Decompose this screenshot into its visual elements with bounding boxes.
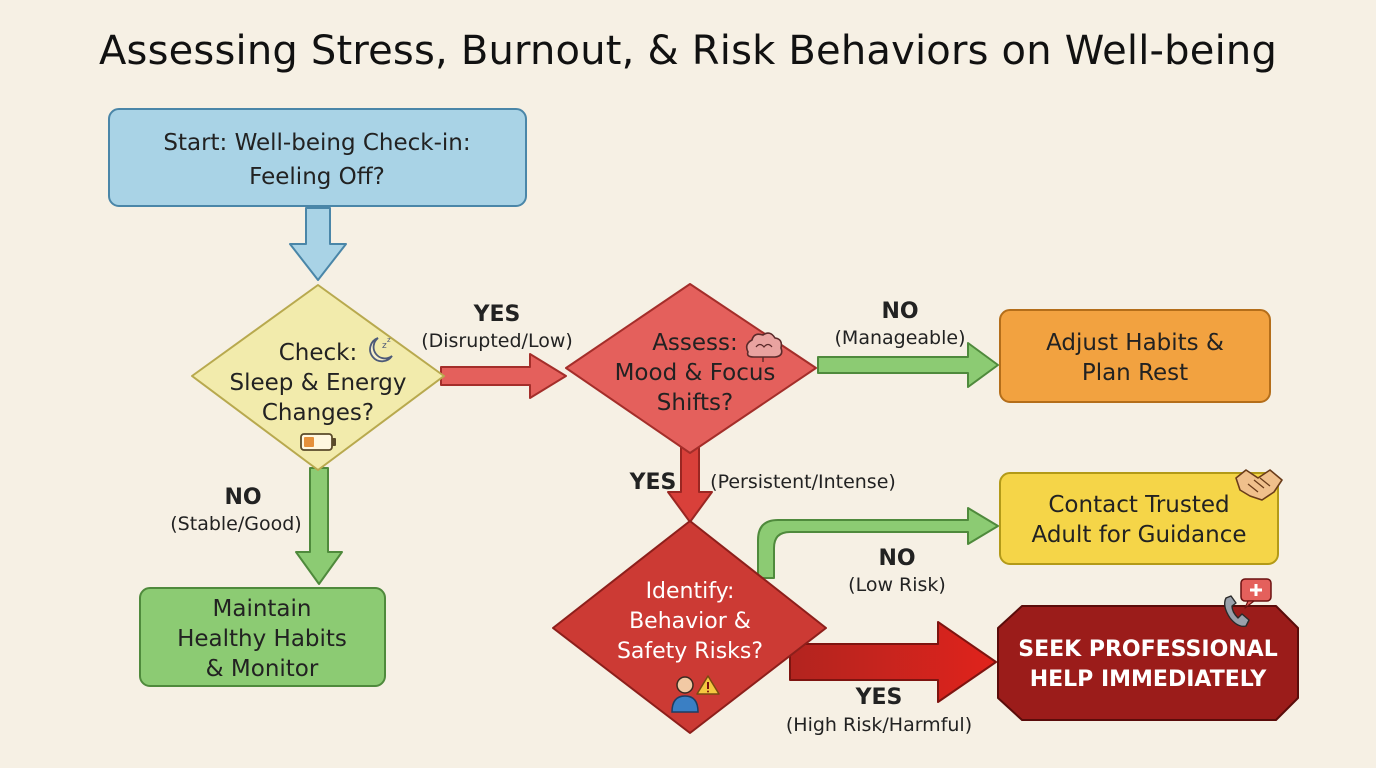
- edge-label-sub: (High Risk/Harmful): [786, 714, 972, 736]
- sleep-node-line-3: Changes?: [262, 400, 374, 426]
- sleep-check-node: Check: Sleep & Energy Changes? z z: [191, 284, 445, 471]
- mood-node-line-1: Assess:: [652, 330, 738, 356]
- seek-help-line-1: SEEK PROFESSIONAL: [1018, 637, 1277, 662]
- arrow-risk-yes: [789, 621, 997, 703]
- person-warning-icon: [671, 675, 720, 713]
- edge-label-sub: (Manageable): [835, 327, 966, 349]
- edge-label-main: NO: [881, 299, 918, 324]
- edge-label-risk-no: NO (Low Risk): [848, 546, 946, 596]
- risk-node-line-3: Safety Risks?: [617, 639, 763, 664]
- svg-text:z: z: [387, 336, 391, 344]
- adjust-node-line-1: Adjust Habits &: [1046, 330, 1224, 356]
- maintain-node-line-1: Maintain: [213, 596, 312, 622]
- contact-node-line-1: Contact Trusted: [1048, 492, 1229, 518]
- edge-label-sub: (Disrupted/Low): [421, 330, 573, 352]
- edge-label-sleep-yes: YES (Disrupted/Low): [421, 302, 573, 352]
- phone-medical-icon: [1223, 578, 1272, 628]
- start-node-line-1: Start: Well-being Check-in:: [163, 130, 470, 156]
- seek-help-node: SEEK PROFESSIONAL HELP IMMEDIATELY: [997, 578, 1299, 721]
- seek-help-line-2: HELP IMMEDIATELY: [1030, 667, 1268, 692]
- edge-label-main: YES: [629, 470, 677, 495]
- arrow-mood-yes: [667, 446, 713, 523]
- edge-label-main: NO: [224, 485, 261, 510]
- start-node-line-2: Feeling Off?: [249, 164, 385, 190]
- risk-node-line-2: Behavior &: [629, 609, 751, 634]
- edge-label-main: NO: [878, 546, 915, 571]
- mood-assess-node: Assess: Mood & Focus Shifts?: [565, 283, 817, 454]
- edge-label-sub: (Persistent/Intense): [710, 471, 896, 493]
- maintain-node-line-2: Healthy Habits: [177, 626, 347, 652]
- maintain-node: Maintain Healthy Habits & Monitor: [139, 587, 386, 687]
- edge-label-main: YES: [473, 302, 521, 327]
- page-title: Assessing Stress, Burnout, & Risk Behavi…: [98, 28, 1278, 74]
- edge-label-sub: (Stable/Good): [170, 513, 301, 535]
- start-node: Start: Well-being Check-in: Feeling Off?: [108, 108, 527, 207]
- mood-node-line-2: Mood & Focus: [615, 360, 776, 386]
- edge-label-risk-yes: YES (High Risk/Harmful): [786, 685, 972, 736]
- battery-low-icon: [300, 433, 336, 451]
- arrow-start-to-sleep: [289, 207, 347, 281]
- moon-icon: z z: [369, 336, 393, 363]
- adjust-node: Adjust Habits & Plan Rest: [999, 309, 1271, 403]
- edge-label-mood-no: NO (Manageable): [835, 299, 966, 349]
- risk-node-line-1: Identify:: [646, 579, 735, 604]
- maintain-node-line-3: & Monitor: [206, 656, 319, 682]
- adjust-node-line-2: Plan Rest: [1082, 360, 1188, 386]
- sleep-node-line-1: Check:: [279, 340, 358, 366]
- edge-label-main: YES: [855, 685, 903, 710]
- handshake-icon: [1235, 469, 1283, 501]
- edge-label-sub: (Low Risk): [848, 574, 946, 596]
- contact-node-line-2: Adult for Guidance: [1031, 522, 1246, 548]
- svg-text:z: z: [382, 341, 387, 351]
- risk-identify-node: Identify: Behavior & Safety Risks?: [552, 520, 827, 734]
- arrow-risk-no: [757, 507, 999, 579]
- sleep-node-line-2: Sleep & Energy: [230, 370, 407, 396]
- arrow-mood-no: [817, 342, 999, 388]
- edge-label-mood-yes: YES (Persistent/Intense): [629, 470, 896, 495]
- brain-cloud-icon: [745, 332, 783, 362]
- mood-node-line-3: Shifts?: [657, 390, 733, 416]
- edge-label-sleep-no: NO (Stable/Good): [170, 485, 301, 535]
- contact-node: Contact Trusted Adult for Guidance: [999, 469, 1283, 565]
- arrow-sleep-yes: [440, 353, 567, 399]
- arrow-sleep-no: [295, 467, 343, 585]
